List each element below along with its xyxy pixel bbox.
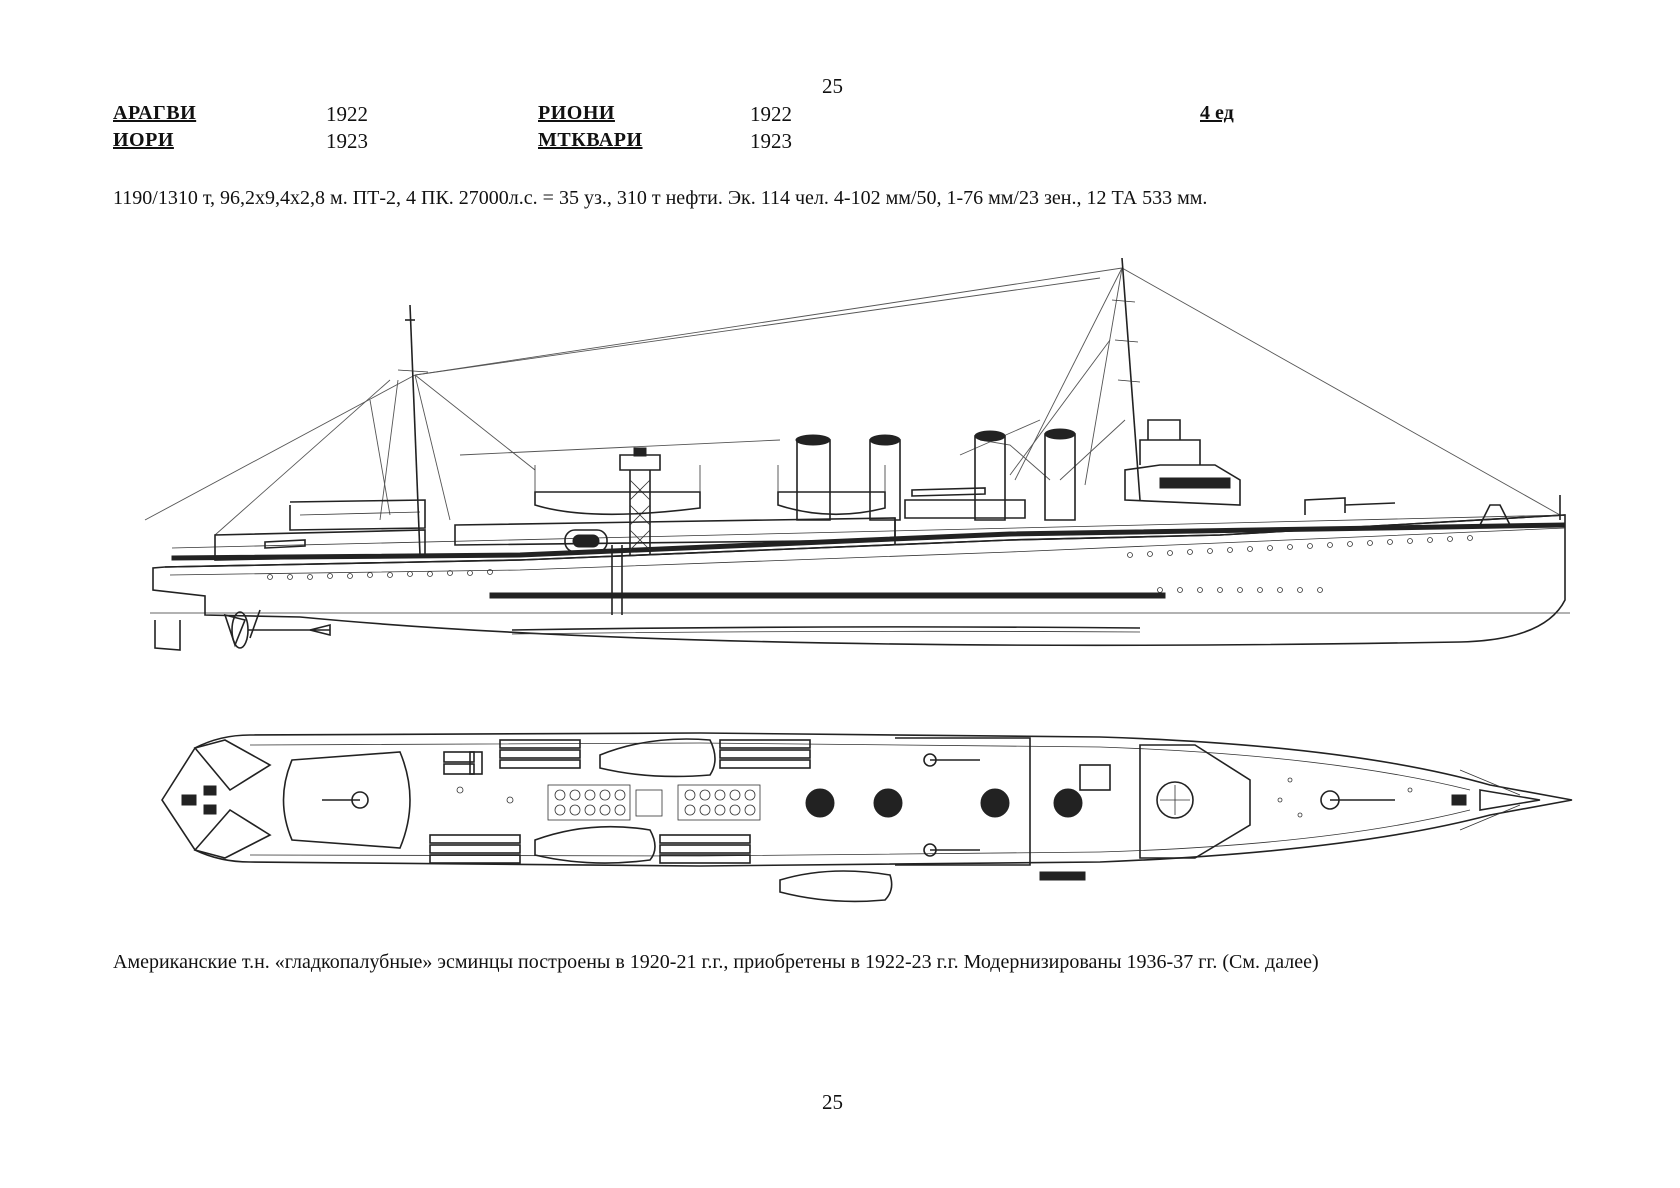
ship-side-profile (144, 257, 1570, 651)
page-number-top: 25 (822, 74, 843, 98)
unit-count: 4 ед (1200, 102, 1234, 124)
ship-plan-view (161, 732, 1573, 903)
figure-caption: Американские т.н. «гладкопалубные» эсмин… (113, 951, 1319, 973)
ship-name-rioni: РИОНИ (538, 102, 615, 124)
ship-specifications: 1190/1310 т, 96,2х9,4х2,8 м. ПТ-2, 4 ПК.… (113, 187, 1208, 209)
page-number-bottom: 25 (822, 1090, 843, 1114)
ship-name-aragvi: АРАГВИ (113, 102, 197, 124)
ship-name-mtkvari: МТКВАРИ (538, 129, 643, 151)
ship-year-rioni: 1922 (750, 102, 792, 126)
ship-year-mtkvari: 1923 (750, 129, 792, 153)
ship-year-iori: 1923 (326, 129, 368, 153)
ship-name-iori: ИОРИ (113, 129, 174, 151)
ship-year-aragvi: 1922 (326, 102, 368, 126)
